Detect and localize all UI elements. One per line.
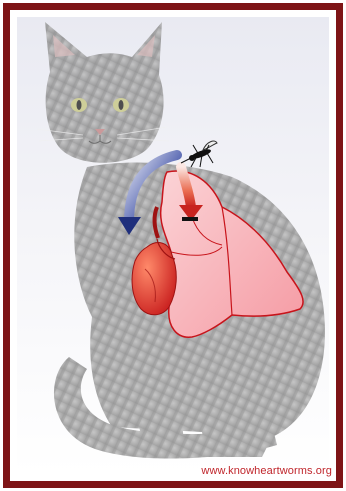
image-frame: www.knowheartworms.org xyxy=(3,3,343,488)
illustration-panel xyxy=(17,17,329,474)
mosquito-icon xyxy=(181,141,217,167)
heartworm-illustration xyxy=(17,17,343,488)
website-url[interactable]: www.knowheartworms.org xyxy=(201,465,332,477)
